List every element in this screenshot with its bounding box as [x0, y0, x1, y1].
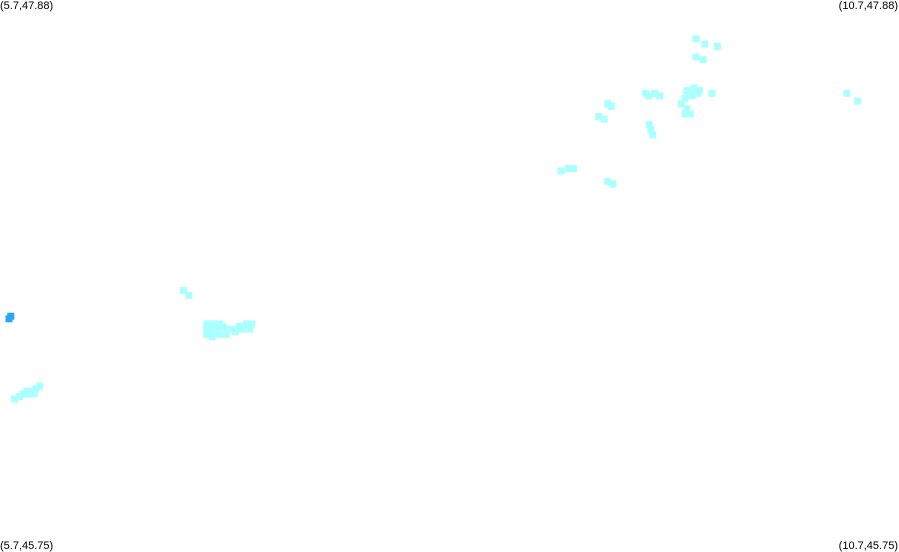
map-point: [30, 390, 38, 398]
map-point: [692, 53, 700, 61]
map-point: [600, 115, 608, 123]
map-point: [645, 120, 653, 128]
map-point: [214, 325, 222, 333]
map-point: [651, 89, 658, 97]
map-point: [235, 323, 243, 330]
map-point: [185, 291, 193, 299]
map-point: [203, 320, 211, 328]
corner-label-top-left: (5.7,47.88): [0, 0, 54, 12]
map-point: [681, 95, 689, 102]
map-point: [604, 177, 612, 185]
map-point: [32, 385, 40, 393]
map-point: [246, 325, 254, 333]
map-point: [701, 40, 709, 48]
map-point: [694, 89, 702, 97]
map-point: [713, 43, 721, 51]
map-point: [688, 92, 696, 100]
map-point: [645, 92, 653, 100]
map-point: [688, 87, 696, 95]
map-point: [179, 286, 187, 294]
map-point: [203, 330, 211, 338]
map-point: [10, 395, 18, 403]
map-point: [16, 393, 24, 400]
map-point: [19, 390, 27, 398]
map-point: [681, 110, 689, 118]
map-point: [228, 325, 236, 333]
map-point: [677, 100, 685, 108]
map-point: [242, 320, 250, 328]
map-point: [685, 89, 693, 97]
map-point: [604, 100, 612, 108]
map-point: [854, 97, 862, 105]
corner-label-bottom-left: (5.7,45.75): [0, 540, 54, 552]
map-point: [210, 323, 218, 330]
map-point: [607, 102, 615, 110]
map-point: [656, 92, 664, 100]
map-point: [203, 325, 211, 333]
map-point: [564, 165, 572, 172]
map-point: [223, 330, 230, 338]
map-point: [215, 320, 223, 328]
map-point: [223, 325, 230, 333]
map-point: [232, 328, 239, 336]
map-point: [692, 35, 700, 43]
map-point: [699, 56, 707, 64]
map-point: [647, 126, 655, 134]
map-point: [208, 333, 216, 341]
map-point: [686, 110, 694, 118]
map-point: [683, 105, 691, 113]
map-point: [215, 330, 223, 338]
map-point: [208, 328, 216, 336]
corner-label-bottom-right: (10.7,45.75): [838, 540, 898, 552]
map-point: [708, 89, 716, 97]
map-point: [642, 89, 649, 97]
map-point: [570, 165, 578, 172]
map-point: [248, 320, 256, 328]
map-point: [595, 113, 603, 121]
map-point: [649, 131, 657, 139]
map-point: [609, 180, 617, 188]
map-point: [23, 387, 31, 395]
map-point: [36, 382, 44, 390]
map-point: [557, 167, 565, 175]
map-point-highlight: [7, 312, 15, 320]
map-point: [843, 89, 851, 97]
corner-label-top-right: (10.7,47.88): [838, 0, 898, 12]
point-layer: [5, 35, 862, 403]
map-point: [239, 325, 247, 333]
